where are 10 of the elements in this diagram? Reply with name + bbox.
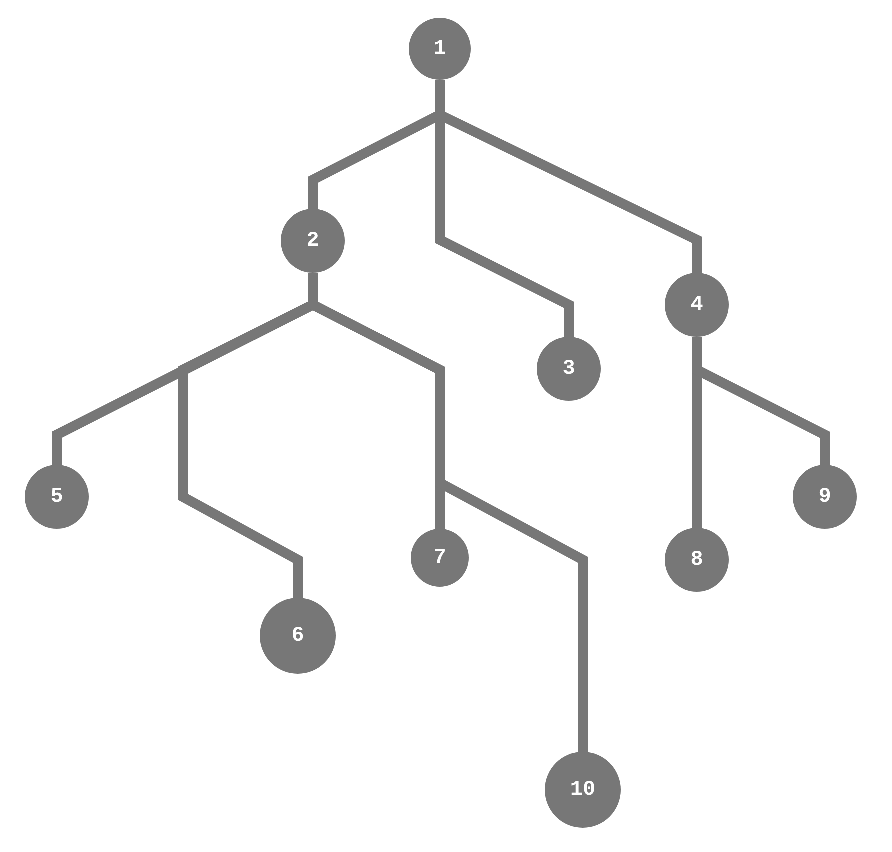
node-number: 7 — [434, 546, 446, 570]
node-number: 1 — [434, 38, 446, 60]
node-number: 4 — [690, 294, 704, 316]
node-number: 8 — [690, 548, 704, 572]
node-number: 9 — [818, 486, 832, 508]
node-number: 3 — [562, 358, 576, 380]
node-number: 10 — [570, 778, 596, 802]
node-number: 5 — [50, 486, 64, 508]
node-number: 2 — [306, 230, 320, 252]
node-number: 6 — [292, 624, 304, 648]
